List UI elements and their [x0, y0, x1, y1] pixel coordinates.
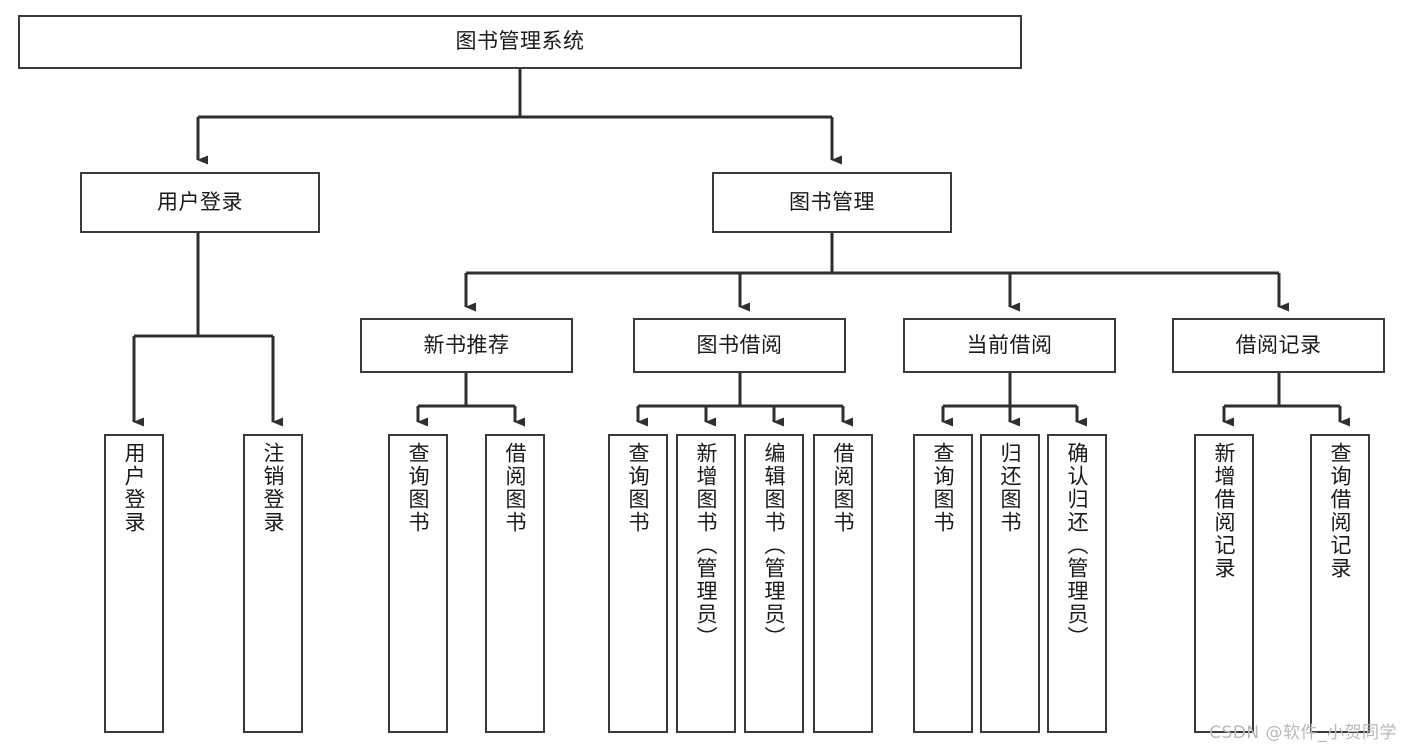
- node-user-login[interactable]: 用户登录: [80, 172, 320, 233]
- node-leaf-add-book-label: 新增图书（管理员）: [694, 442, 719, 649]
- node-new-book-recommend[interactable]: 新书推荐: [360, 318, 573, 373]
- node-user-login-label: 用户登录: [157, 189, 243, 214]
- node-leaf-query-book-1-label: 查询图书: [406, 442, 431, 534]
- node-book-borrow-label: 图书借阅: [696, 332, 783, 357]
- node-root-label: 图书管理系统: [455, 29, 585, 54]
- node-leaf-query-book-2[interactable]: 查询图书: [608, 434, 668, 733]
- node-leaf-add-book[interactable]: 新增图书（管理员）: [676, 434, 736, 733]
- node-leaf-user-logout[interactable]: 注销登录: [243, 434, 303, 733]
- node-leaf-confirm-return[interactable]: 确认归还（管理员）: [1047, 434, 1107, 733]
- node-book-borrow[interactable]: 图书借阅: [633, 318, 846, 373]
- node-leaf-query-book-3[interactable]: 查询图书: [913, 434, 973, 733]
- node-current-borrow[interactable]: 当前借阅: [903, 318, 1116, 373]
- node-leaf-edit-book-label: 编辑图书（管理员）: [762, 442, 787, 649]
- node-leaf-edit-book[interactable]: 编辑图书（管理员）: [744, 434, 804, 733]
- node-leaf-user-logout-label: 注销登录: [261, 442, 286, 534]
- node-leaf-borrow-book-1-label: 借阅图书: [503, 442, 528, 534]
- node-leaf-query-record[interactable]: 查询借阅记录: [1310, 434, 1370, 733]
- node-leaf-return-book[interactable]: 归还图书: [980, 434, 1040, 733]
- node-leaf-query-book-1[interactable]: 查询图书: [388, 434, 448, 733]
- node-leaf-borrow-book-1[interactable]: 借阅图书: [485, 434, 545, 733]
- node-leaf-add-record-label: 新增借阅记录: [1212, 442, 1237, 580]
- node-new-book-recommend-label: 新书推荐: [423, 332, 510, 357]
- node-leaf-borrow-book-2[interactable]: 借阅图书: [813, 434, 873, 733]
- node-book-management-label: 图书管理: [789, 189, 875, 214]
- node-borrow-record[interactable]: 借阅记录: [1172, 318, 1385, 373]
- node-leaf-confirm-return-label: 确认归还（管理员）: [1065, 442, 1090, 649]
- node-leaf-query-book-2-label: 查询图书: [626, 442, 651, 534]
- node-book-management[interactable]: 图书管理: [712, 172, 952, 233]
- csdn-watermark: CSDN @软件_小贺同学: [1209, 723, 1397, 743]
- node-leaf-borrow-book-2-label: 借阅图书: [831, 442, 856, 534]
- node-current-borrow-label: 当前借阅: [966, 332, 1053, 357]
- node-leaf-add-record[interactable]: 新增借阅记录: [1194, 434, 1254, 733]
- node-leaf-query-record-label: 查询借阅记录: [1328, 442, 1353, 580]
- node-leaf-query-book-3-label: 查询图书: [931, 442, 956, 534]
- node-root[interactable]: 图书管理系统: [18, 15, 1022, 69]
- node-leaf-user-login-label: 用户登录: [122, 442, 147, 534]
- node-leaf-user-login[interactable]: 用户登录: [104, 434, 164, 733]
- node-borrow-record-label: 借阅记录: [1235, 332, 1322, 357]
- node-leaf-return-book-label: 归还图书: [998, 442, 1023, 534]
